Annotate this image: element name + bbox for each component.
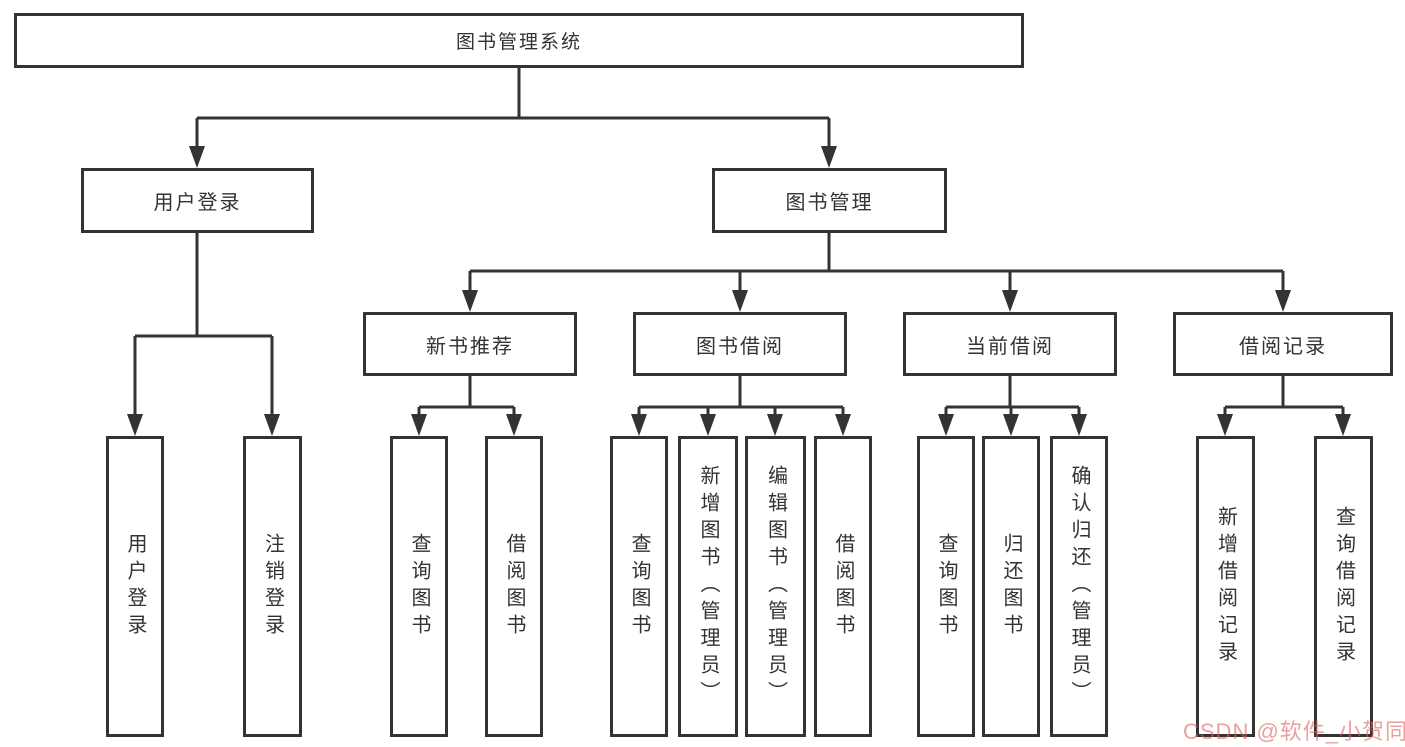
node-add-borrow-record-leaf: 新增借阅记录 bbox=[1196, 436, 1255, 737]
node-borrow-books-leaf: 借阅图书 bbox=[814, 436, 872, 737]
node-library-management-system: 图书管理系统 bbox=[14, 13, 1024, 68]
node-query-borrow-record-leaf: 查询借阅记录 bbox=[1314, 436, 1373, 737]
node-user-login: 用户登录 bbox=[81, 168, 314, 233]
node-return-books-leaf: 归还图书 bbox=[982, 436, 1040, 737]
node-query-books-leaf: 查询图书 bbox=[917, 436, 975, 737]
csdn-watermark: CSDN @软件_小贺同学 bbox=[1183, 719, 1405, 744]
node-confirm-return-admin-leaf: 确认归还（管理员） bbox=[1050, 436, 1108, 737]
arrowhead-group bbox=[127, 146, 1351, 436]
node-logout-leaf: 注销登录 bbox=[243, 436, 302, 737]
node-borrow-books-leaf: 借阅图书 bbox=[485, 436, 543, 737]
node-edit-books-admin-leaf: 编辑图书（管理员） bbox=[745, 436, 806, 737]
node-add-books-admin-leaf: 新增图书（管理员） bbox=[678, 436, 738, 737]
node-book-borrowing: 图书借阅 bbox=[633, 312, 847, 376]
node-query-books-leaf: 查询图书 bbox=[610, 436, 668, 737]
node-current-borrowing: 当前借阅 bbox=[903, 312, 1117, 376]
node-new-book-recommendation: 新书推荐 bbox=[363, 312, 577, 376]
node-query-books-leaf: 查询图书 bbox=[390, 436, 448, 737]
node-borrowing-records: 借阅记录 bbox=[1173, 312, 1393, 376]
node-user-login-leaf: 用户登录 bbox=[106, 436, 164, 737]
node-book-management: 图书管理 bbox=[712, 168, 947, 233]
